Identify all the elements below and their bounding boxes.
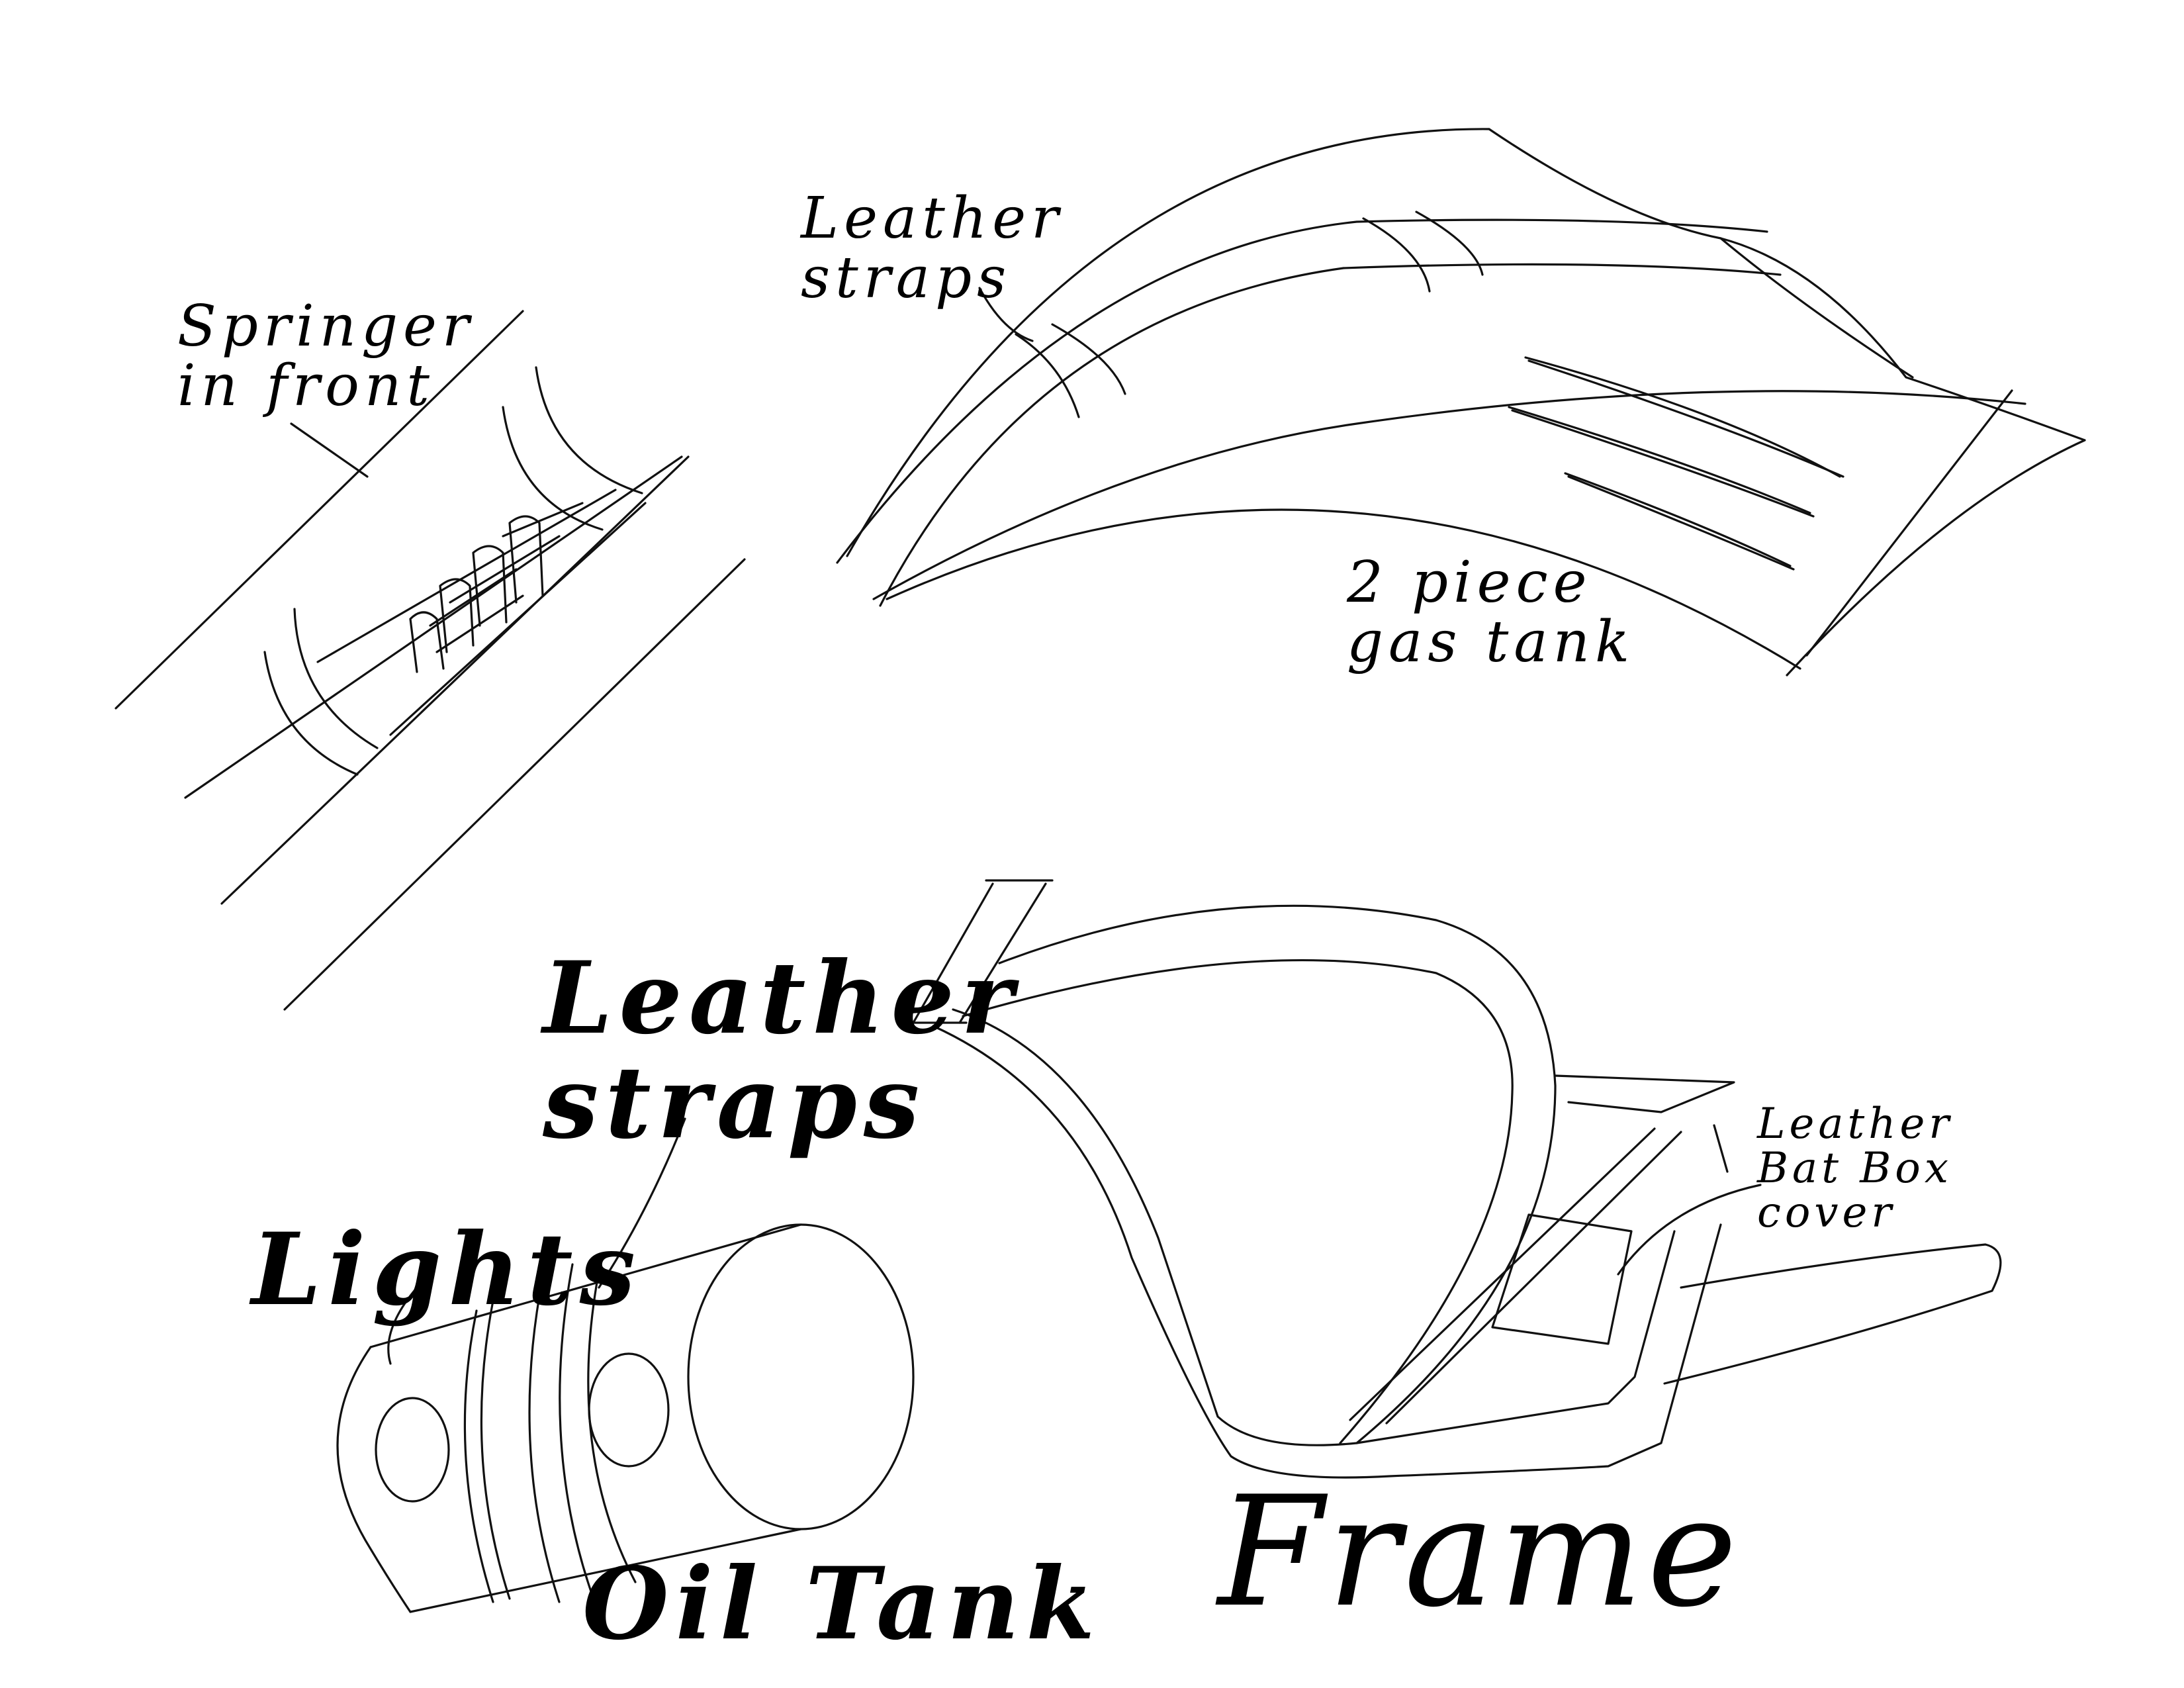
springer-label: Springer in front (177, 293, 475, 420)
lights-label: Lights (251, 1211, 643, 1328)
leather-straps-top-label: Leather straps (801, 185, 1064, 312)
leather-straps-bottom-label: Leather straps (543, 940, 1020, 1161)
bat-box-label: Leather Bat Box cover (1757, 1100, 1953, 1238)
oil-tank-drawing (336, 1117, 915, 1613)
frame-label: Frame (1218, 1464, 1741, 1641)
frame-drawing (899, 879, 2002, 1479)
gas-tank-drawing (836, 128, 2086, 677)
springer-fork-drawing (114, 310, 746, 1011)
gas-tank-label: 2 piece gas tank (1347, 549, 1635, 676)
oil-tank-label: Oil Tank (582, 1546, 1102, 1662)
